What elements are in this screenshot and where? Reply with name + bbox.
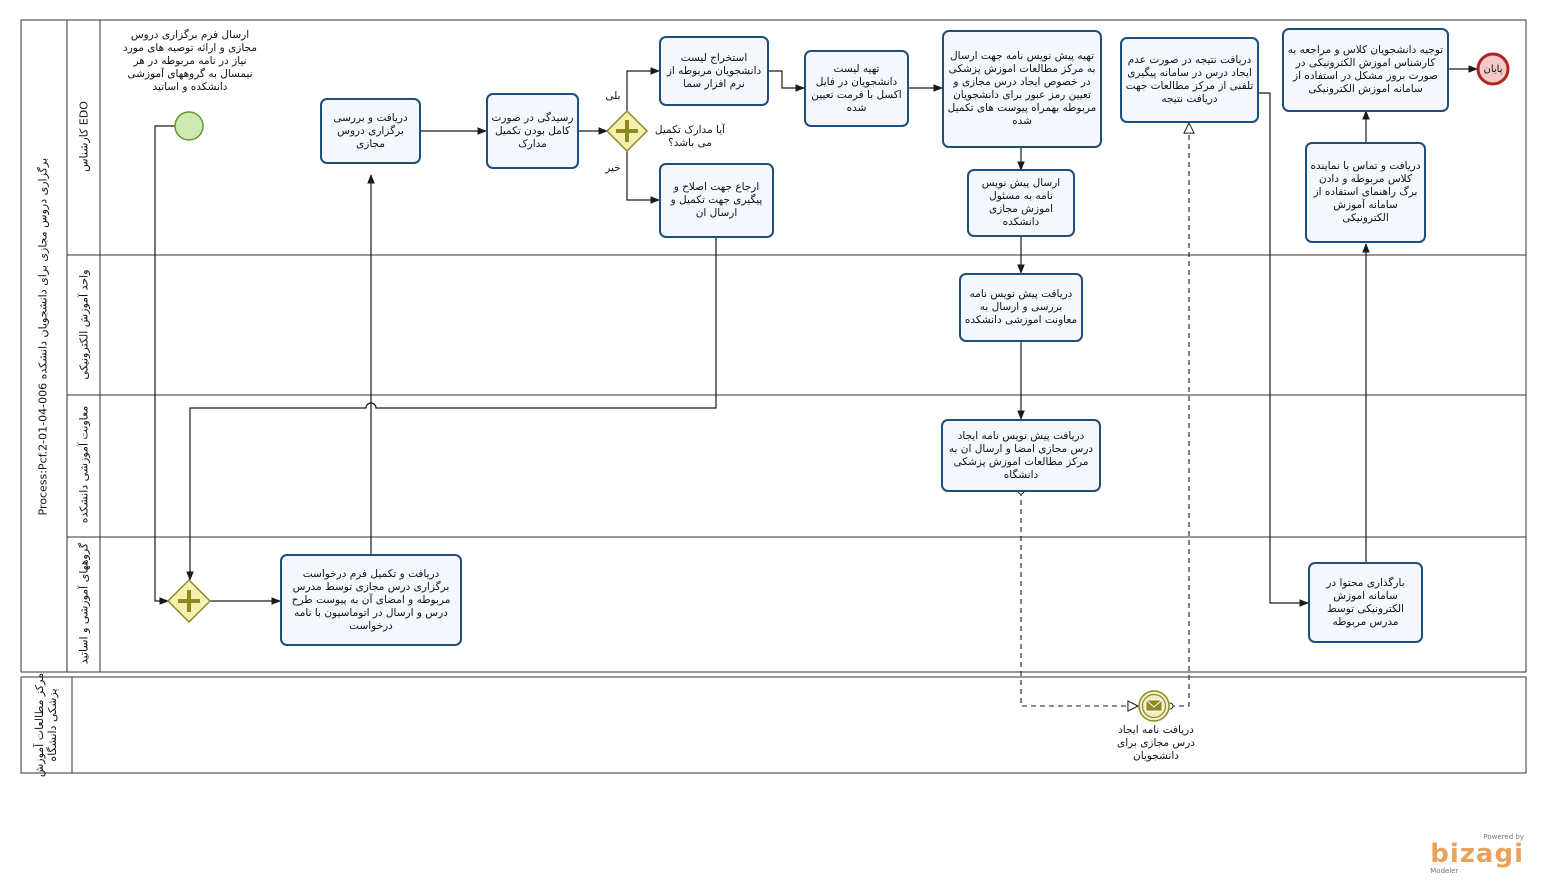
- lane-label-departments: گروههای آموزشی و اساتید: [77, 542, 91, 665]
- task-receive-draft: دریافت پیش نویس نامه بررسی و ارسال به مع…: [964, 288, 1078, 326]
- sequence-flows: [154, 65, 1478, 607]
- external-pool: [20, 676, 1527, 774]
- brand-name: bizagi: [1430, 839, 1524, 869]
- task-receive-box[interactable]: [959, 273, 1083, 342]
- start-event-label: ارسال فرم برگزاری دروس مجازی و ارائه توص…: [123, 29, 257, 93]
- brand-powered-text: Powered by: [1483, 833, 1524, 841]
- external-pool-title: مرکز مطالعات آموزش پزشکی دانشگاه: [33, 672, 59, 778]
- task-excel-list: تهیه لیست دانشجویان در فایل اکسل با فرمت…: [811, 62, 902, 114]
- message-flow-center-to-result: [1170, 123, 1189, 706]
- task-review-box[interactable]: [320, 98, 421, 164]
- flow-result-to-upload: [1258, 92, 1309, 607]
- message-flows: [1021, 123, 1189, 706]
- tasks: [280, 28, 1449, 646]
- task-send-box[interactable]: [967, 169, 1075, 237]
- pool-title: Process:Pcf.2-01-04-006 برگزاری دروس مجا…: [36, 157, 50, 516]
- flow-extract-to-excel: [768, 70, 805, 92]
- lane-label-elearning: واحد آموزش الکترونیکی: [77, 269, 91, 380]
- end-event-label: پایان: [1483, 64, 1503, 75]
- task-send-draft: ارسال پیش نویس نامه به مسئول اموزش مجازی…: [981, 177, 1061, 228]
- task-contact-box[interactable]: [1305, 142, 1426, 243]
- bizagi-logo: Powered by bizagi Modeler: [1430, 833, 1524, 875]
- lane-label-deputy: معاونت آموزشی دانشکده: [77, 405, 91, 524]
- gateway-join[interactable]: [166, 578, 212, 624]
- task-draft-letter: تهیه پیش نویس نامه جهت ارسال به مرکز مطا…: [947, 50, 1097, 127]
- lane-label-edo: کارشناس EDO: [77, 101, 91, 172]
- task-result-box[interactable]: [1120, 37, 1259, 123]
- task-review: دریافت و بررسی برگزاری دروس مجازی: [333, 111, 408, 150]
- gateway-no-label: خیر: [605, 162, 621, 174]
- task-verify-box[interactable]: [486, 93, 579, 169]
- task-fill-form: دریافت و تکمیل فرم درخواست برگزاری درس م…: [291, 567, 451, 632]
- brand-product: Modeler: [1430, 867, 1459, 875]
- task-brief-box[interactable]: [1282, 28, 1449, 112]
- task-sign-box[interactable]: [941, 419, 1101, 492]
- task-draft-box[interactable]: [942, 30, 1102, 148]
- task-fill-form-box[interactable]: [280, 554, 462, 646]
- flow-start-to-join: [154, 125, 175, 605]
- gateway-yes-label: بلی: [605, 90, 621, 102]
- start-event[interactable]: [174, 111, 204, 141]
- task-upload-content: بارگذاری محتوا در سامانه اموزش الکترونیک…: [1326, 576, 1405, 628]
- task-extract-box[interactable]: [659, 36, 769, 106]
- message-intermediate-event[interactable]: [1138, 690, 1170, 722]
- task-verify-documents: رسیدگی در صورت کامل بودن تکمیل مدارک: [491, 111, 574, 150]
- gateway-parallel-decision[interactable]: [605, 109, 649, 153]
- task-sign-letter: دریافت پیش نویس نامه ایجاد درس مجازی امض…: [948, 429, 1094, 481]
- end-event[interactable]: [1476, 52, 1510, 86]
- flow-return-to-join: [186, 238, 717, 581]
- message-event-label: دریافت نامه ایجاد درس مجازی برای دانشجوی…: [1117, 724, 1195, 762]
- task-excel-box[interactable]: [804, 50, 909, 127]
- task-brief-students: توجیه دانشجویان کلاس و مراجعه به کارشناس…: [1287, 44, 1444, 95]
- task-contact-representative: دریافت و تماس با نماینده کلاس مربوطه و د…: [1310, 160, 1421, 224]
- task-extract-student-list: استخراج لیست دانشجویان مربوطه از نرم افز…: [666, 51, 762, 90]
- flow-gateway-yes: [626, 67, 660, 111]
- gateway-question-label: آیا مدارک تکمیل می باشد؟: [654, 124, 726, 149]
- task-get-result: دریافت نتیجه در صورت عدم ایجاد درس در سا…: [1125, 54, 1254, 105]
- task-upload-box[interactable]: [1308, 562, 1423, 643]
- task-return-for-correction: ارجاع جهت اصلاح و پیگیری جهت تکمیل و ارس…: [670, 181, 763, 219]
- flow-gateway-no: [626, 151, 660, 204]
- message-flow-letter-to-center: [1021, 491, 1138, 706]
- main-pool: [20, 19, 1527, 673]
- task-return-box[interactable]: [659, 163, 774, 238]
